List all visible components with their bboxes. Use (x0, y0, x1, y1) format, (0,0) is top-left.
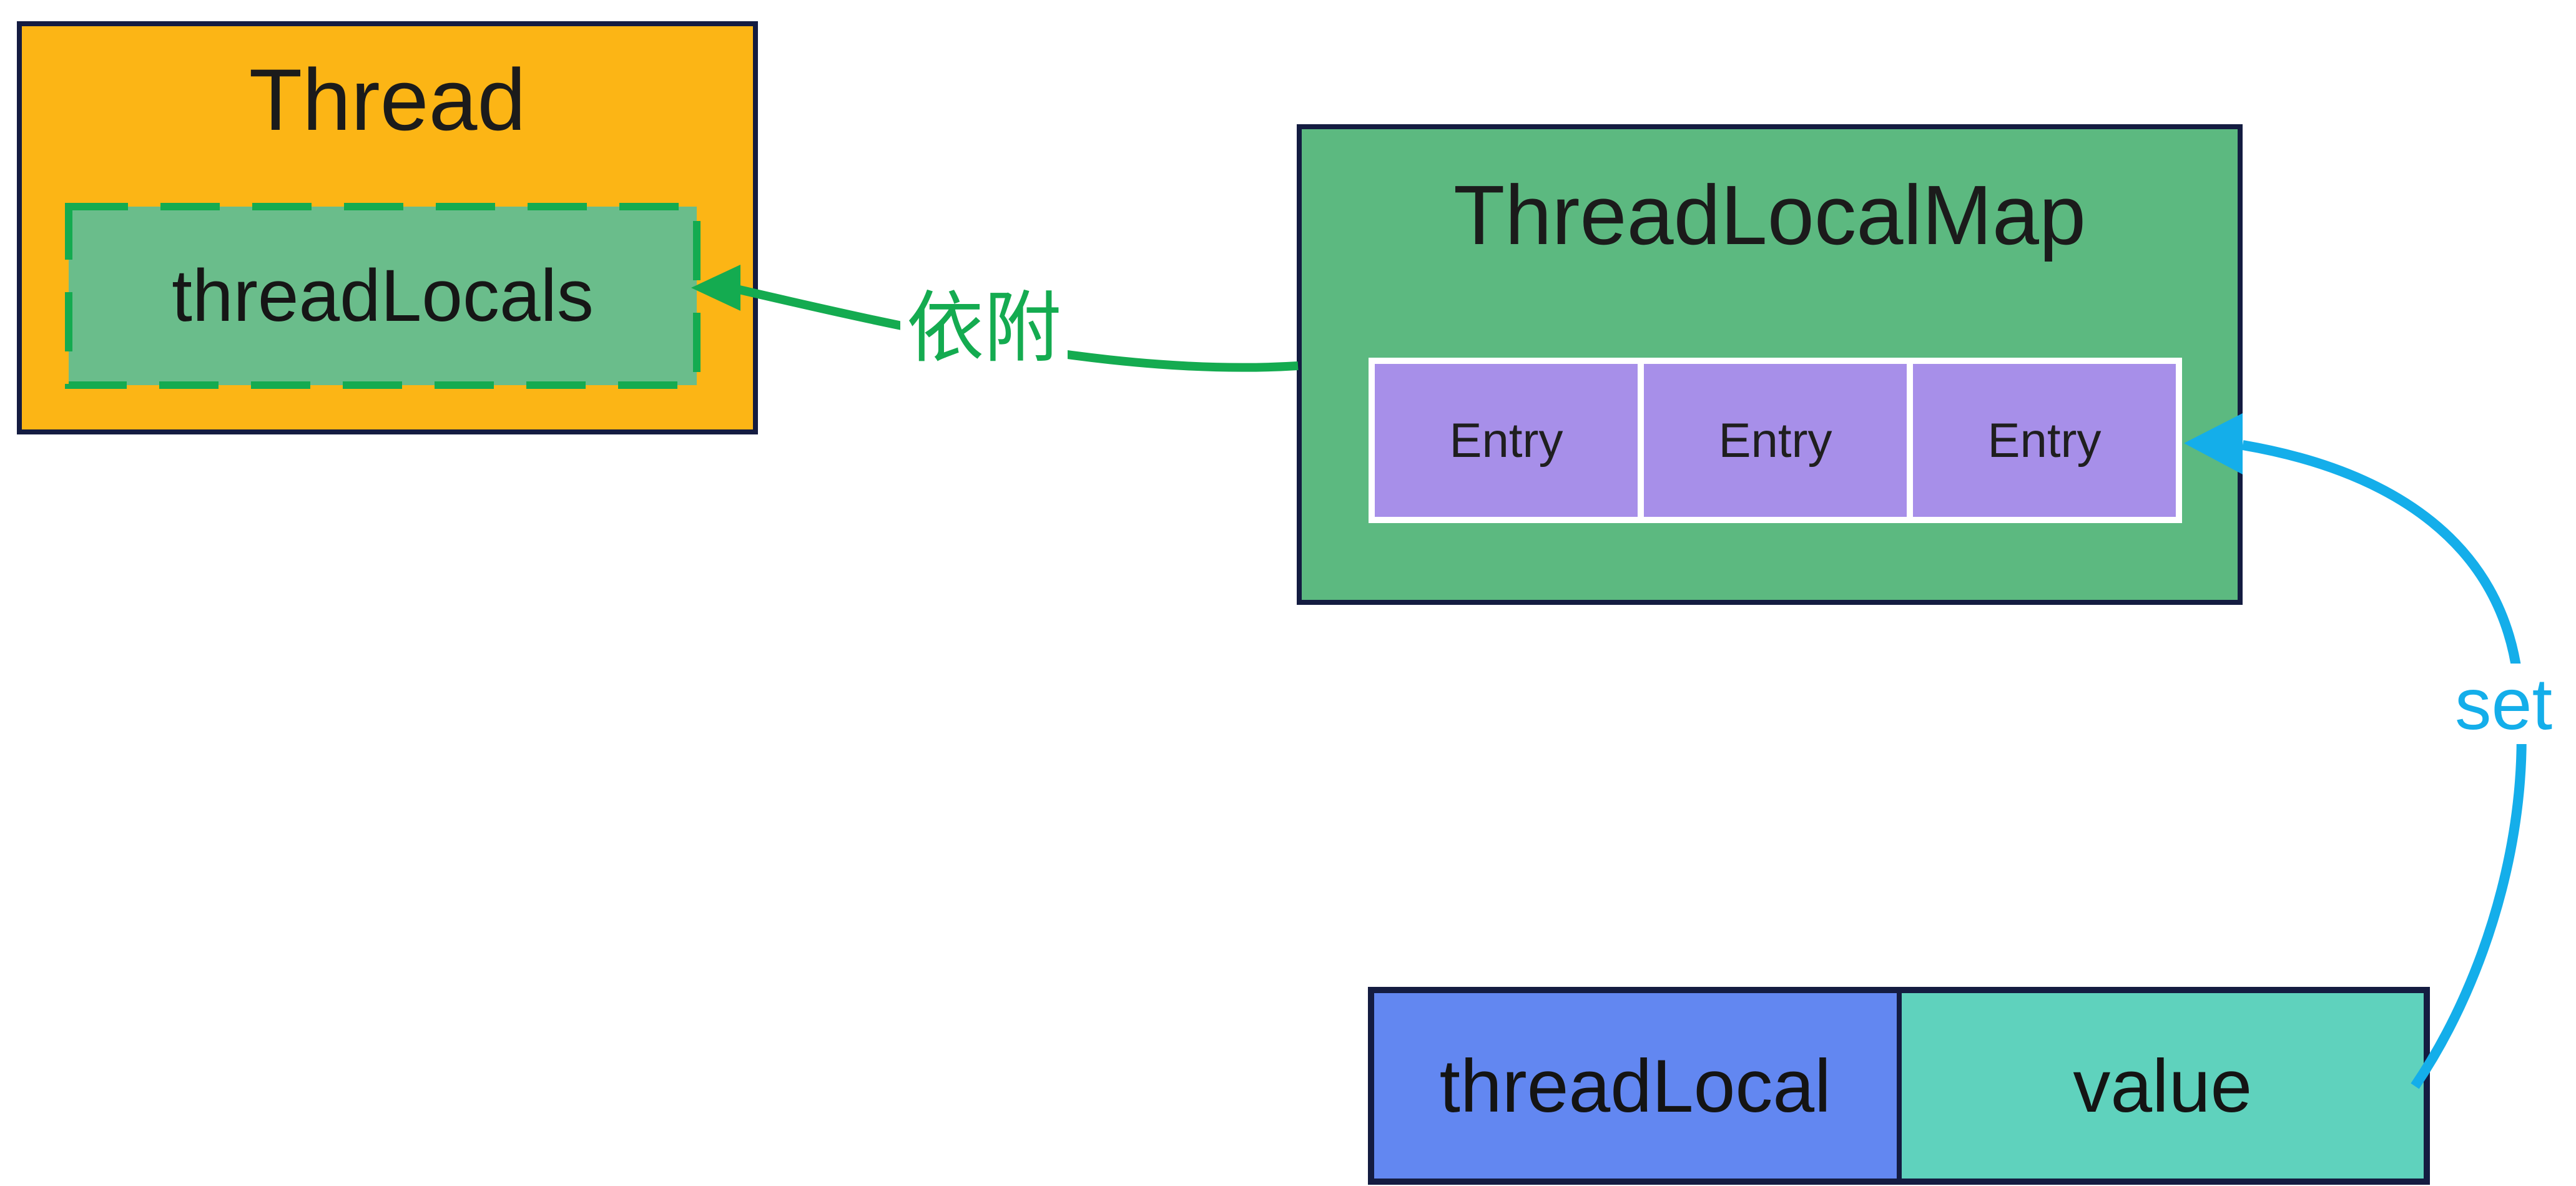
threadlocals-field-label: threadLocals (172, 255, 594, 337)
thread-box-title: Thread (248, 51, 526, 149)
entry-array: Entry Entry Entry (1369, 358, 2182, 523)
entry-slot: Entry (1375, 364, 1638, 517)
entry-slot: Entry (1913, 364, 2176, 517)
pair-divider (1896, 993, 1902, 1179)
threadlocalmap-box: ThreadLocalMap Entry Entry Entry (1297, 124, 2243, 605)
threadlocal-key-cell: threadLocal (1374, 993, 1897, 1179)
entry-slot: Entry (1644, 364, 1907, 517)
set-edge-label: set (2449, 664, 2559, 744)
threadlocalmap-box-title: ThreadLocalMap (1453, 168, 2087, 262)
attach-edge-label: 依附 (900, 286, 1068, 371)
value-cell: value (1901, 993, 2424, 1179)
threadlocal-value-pair-box: threadLocal value (1368, 987, 2430, 1185)
